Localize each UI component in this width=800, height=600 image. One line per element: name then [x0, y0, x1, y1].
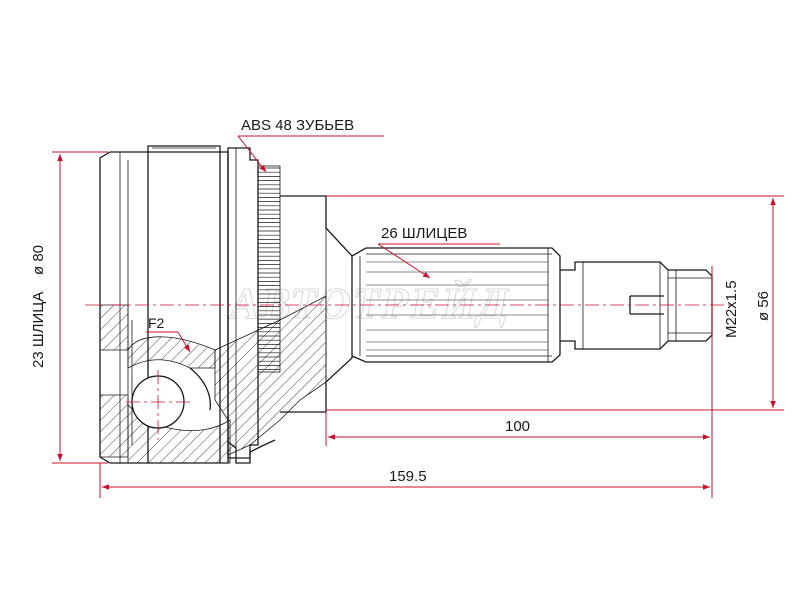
shaft-splines-label: 26 ШЛИЦЕВ	[381, 225, 467, 242]
watermark-text: АВТОТРЕЙД	[227, 278, 510, 328]
diameter-80-label: ø 80	[30, 245, 47, 275]
splined-shaft	[351, 247, 561, 363]
dim-length-159-5	[99, 463, 713, 498]
section-cut	[99, 295, 327, 464]
inner-splines-label: 23 ШЛИЦА	[30, 292, 47, 368]
f2-label: F2	[148, 315, 165, 331]
length-100-label: 100	[505, 418, 530, 435]
length-159-5-label: 159.5	[389, 468, 427, 485]
dim-diameter-56	[326, 195, 784, 411]
dim-diameter-80	[52, 151, 108, 464]
leader-shaft-splines	[377, 243, 500, 279]
abs-teeth-label: ABS 48 ЗУБЬЕВ	[241, 117, 354, 134]
diameter-56-label: ø 56	[755, 291, 772, 321]
threaded-end	[560, 261, 713, 350]
dim-length-100	[325, 412, 710, 446]
leader-f2	[146, 331, 191, 353]
thread-label: M22x1.5	[723, 280, 740, 338]
leader-abs	[237, 135, 384, 173]
